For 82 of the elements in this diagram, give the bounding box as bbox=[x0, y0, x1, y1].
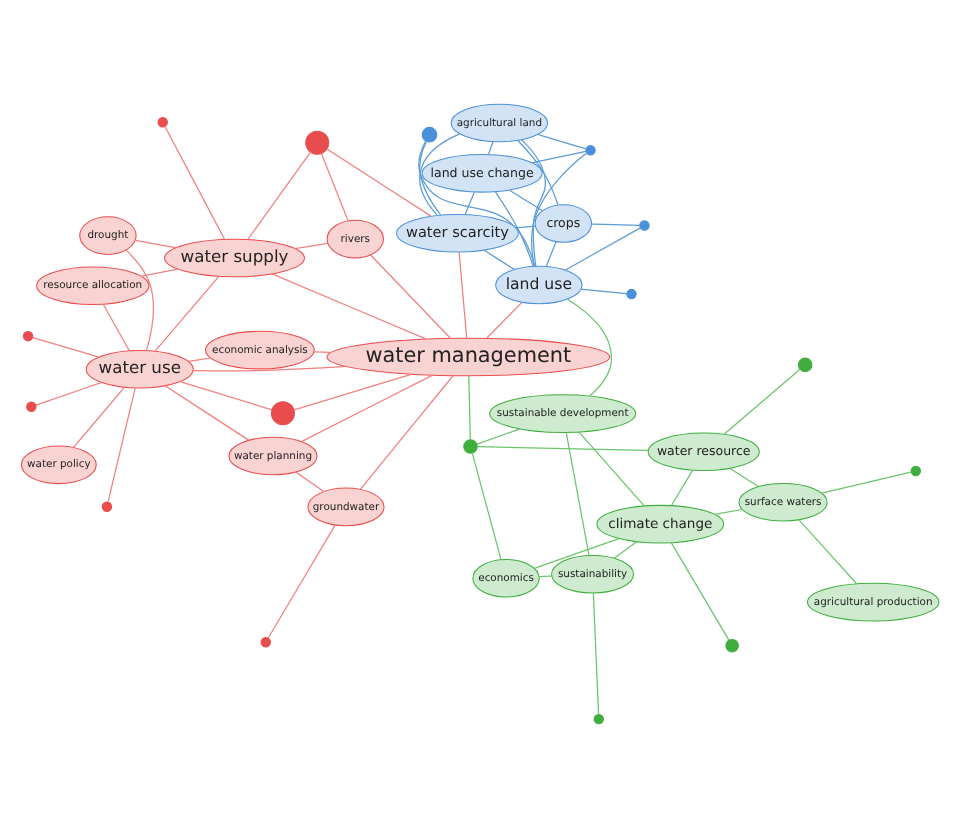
connector bbox=[164, 124, 226, 239]
connector bbox=[247, 150, 312, 240]
connector bbox=[419, 139, 442, 215]
connector bbox=[821, 470, 912, 493]
connector bbox=[564, 226, 641, 270]
connector bbox=[508, 188, 543, 211]
connector bbox=[487, 140, 494, 154]
connector bbox=[164, 384, 250, 440]
connector bbox=[476, 427, 521, 444]
connector bbox=[107, 386, 136, 502]
connector bbox=[295, 470, 325, 492]
connector bbox=[179, 379, 273, 410]
connector bbox=[418, 139, 536, 266]
connector bbox=[580, 287, 628, 294]
node-circle bbox=[270, 400, 295, 425]
connector bbox=[359, 374, 454, 490]
connector bbox=[537, 132, 587, 149]
connector bbox=[798, 518, 858, 584]
connector bbox=[592, 591, 600, 714]
connector bbox=[125, 248, 155, 350]
node-circle bbox=[626, 287, 637, 299]
node-ellipse: water use bbox=[85, 348, 194, 388]
connector bbox=[32, 335, 100, 357]
connector bbox=[313, 350, 332, 353]
connector bbox=[565, 431, 590, 555]
connector bbox=[293, 372, 412, 410]
connector bbox=[134, 238, 177, 248]
connector bbox=[464, 190, 475, 214]
node-circle bbox=[910, 464, 921, 476]
connector bbox=[271, 272, 427, 339]
connector bbox=[294, 241, 329, 249]
connector bbox=[471, 451, 502, 560]
connector bbox=[188, 356, 211, 362]
node-circle bbox=[260, 635, 271, 647]
connector bbox=[140, 267, 179, 276]
connector bbox=[102, 302, 130, 351]
connector bbox=[476, 445, 649, 451]
connector bbox=[517, 139, 559, 205]
node-circle bbox=[26, 400, 37, 411]
connector bbox=[515, 224, 536, 228]
node-circle bbox=[421, 125, 438, 142]
connector bbox=[267, 523, 336, 638]
node-ellipse: water supply bbox=[164, 237, 305, 277]
connector bbox=[723, 367, 801, 434]
connector bbox=[154, 274, 220, 351]
connector bbox=[486, 300, 523, 338]
connector bbox=[670, 468, 694, 506]
connector bbox=[591, 222, 641, 226]
connector bbox=[613, 540, 638, 558]
connector bbox=[72, 386, 125, 448]
connector bbox=[714, 507, 743, 515]
node-circle bbox=[305, 129, 330, 154]
node-ellipse: water management bbox=[326, 336, 611, 376]
node-circle bbox=[101, 500, 113, 511]
connector bbox=[458, 250, 468, 338]
connector bbox=[494, 190, 534, 266]
connector bbox=[419, 132, 461, 216]
connector bbox=[670, 541, 730, 640]
connector bbox=[531, 151, 588, 266]
connector bbox=[521, 138, 546, 266]
node-circle bbox=[725, 637, 739, 652]
connector bbox=[566, 297, 613, 396]
connector bbox=[300, 373, 433, 442]
node-circle bbox=[585, 144, 596, 155]
node-circle bbox=[463, 438, 478, 453]
connector bbox=[326, 147, 432, 216]
connector bbox=[545, 240, 557, 266]
connector bbox=[729, 466, 759, 487]
node-circle bbox=[797, 356, 813, 372]
node-circle bbox=[22, 329, 34, 341]
connector bbox=[531, 149, 587, 163]
node-circle bbox=[639, 219, 650, 230]
connector bbox=[533, 536, 620, 568]
connector bbox=[578, 430, 645, 506]
node-circle bbox=[593, 712, 604, 724]
connector bbox=[320, 151, 349, 221]
connector bbox=[369, 253, 451, 338]
connector bbox=[192, 364, 348, 371]
connector bbox=[468, 374, 471, 440]
node-circle bbox=[157, 116, 168, 127]
connector bbox=[483, 248, 516, 270]
connector bbox=[35, 380, 103, 405]
